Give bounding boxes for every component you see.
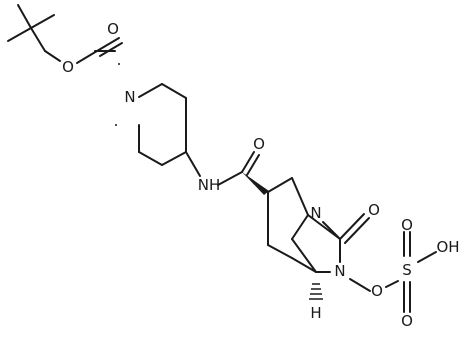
bond [291,177,309,216]
atom-oh-group: OH [436,238,459,256]
atom-o-sulfonyl-bottom: O [401,312,413,330]
atom-o-sulfonyl-top: O [401,216,413,234]
bond [217,171,243,186]
atom-o-amide: O [253,135,265,153]
atom-n-bridge: N [310,204,321,222]
bond [267,177,293,193]
bond [291,257,317,273]
bond [96,37,120,52]
bond-lines [7,4,437,313]
atom-h-bridgehead: H [310,304,321,322]
hashed-bond [309,283,323,300]
bond [7,27,32,42]
bond [417,251,437,263]
atom-nh-amide: NH [198,176,221,194]
atom-o-ester: O [62,58,74,76]
atom-n-piperidine: N [124,88,135,106]
atom-s-sulfur: S [402,261,412,279]
bond [161,83,187,99]
wedge-bond [242,172,269,195]
bond [322,221,341,240]
bond [138,83,163,98]
bond [241,151,255,173]
bond [17,4,32,29]
bond [76,50,98,64]
atom-o-n-oxy: O [371,282,383,300]
bond [349,278,371,292]
bond [246,154,260,176]
atom-n-urea: N [334,262,345,280]
atom-o-ester-carbonyl: O [107,20,119,38]
bond [138,151,163,166]
bond [30,27,46,52]
atom-o-urea: O [368,201,380,219]
bond [267,244,293,259]
bond [30,14,55,29]
bond [385,280,399,288]
bond [339,213,365,240]
atom-labels: O O N NH O N O N O S O O OH H [62,20,459,330]
bond [291,214,309,240]
bond [344,217,370,244]
bond [185,151,201,177]
bond [161,151,187,166]
bond [99,42,123,57]
bond [44,50,61,62]
bond [291,238,317,273]
